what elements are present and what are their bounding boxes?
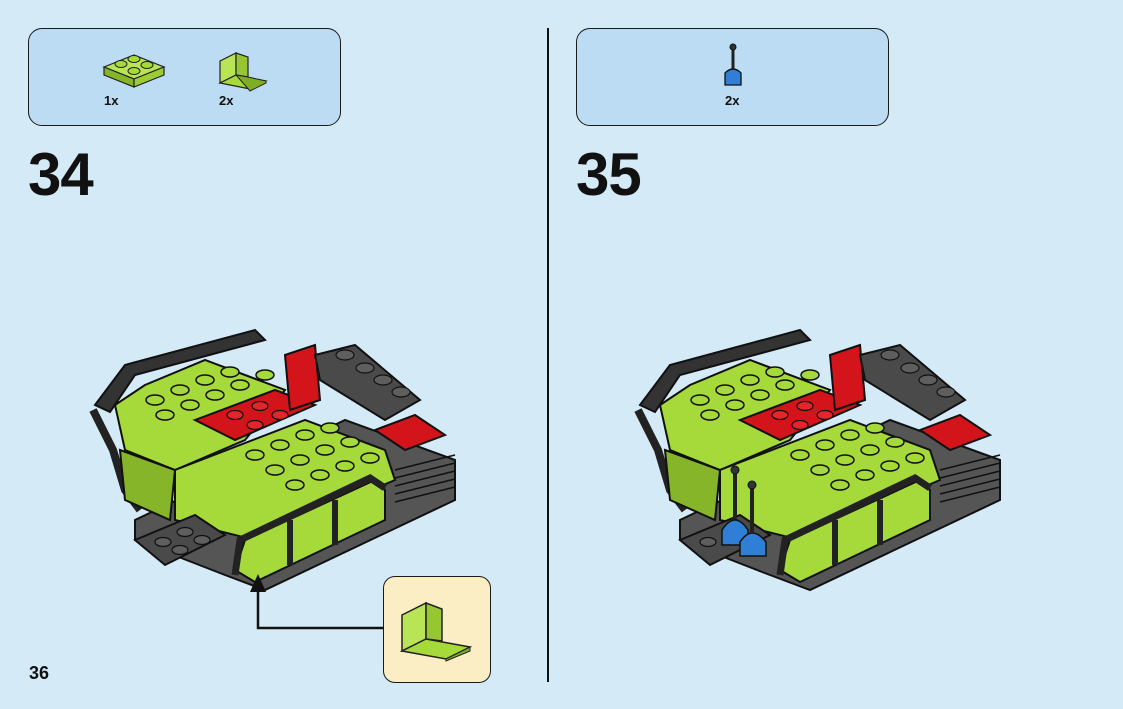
step-divider bbox=[547, 28, 549, 682]
blue-lever-control-icon bbox=[721, 465, 767, 557]
vehicle-assembly-step-34 bbox=[89, 328, 456, 592]
page-number: 36 bbox=[29, 663, 50, 683]
part-quantity: 2x bbox=[219, 93, 234, 108]
vehicle-assembly-step-35 bbox=[634, 328, 1001, 592]
lime-angle-bracket-icon bbox=[399, 601, 473, 662]
step-34-parts-list: 1x 2x bbox=[28, 28, 341, 126]
part-quantity: 2x bbox=[725, 93, 740, 108]
step-35-parts-list: 2x bbox=[576, 28, 889, 126]
blue-lever-control-icon bbox=[724, 43, 742, 86]
lime-angle-bracket-icon bbox=[218, 52, 268, 92]
step-number: 35 bbox=[576, 141, 642, 208]
lime-2x2-plate-icon bbox=[102, 54, 166, 88]
callout-box bbox=[383, 576, 491, 683]
part-quantity: 1x bbox=[104, 93, 119, 108]
step-number: 34 bbox=[28, 141, 94, 208]
